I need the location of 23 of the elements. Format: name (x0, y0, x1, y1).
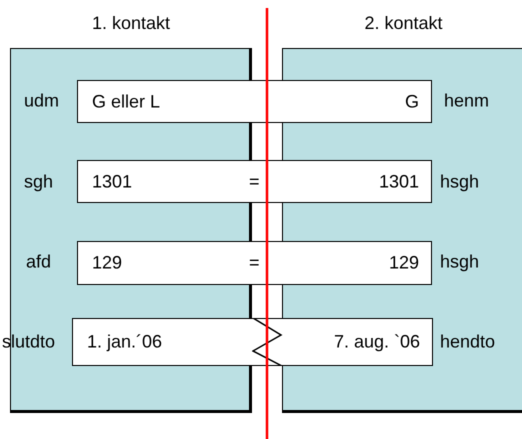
bar-value: 129 (388, 252, 419, 274)
bar-value: 1. jan.´06 (87, 332, 162, 352)
bar-value: G (404, 91, 419, 112)
equals-sign: = (249, 252, 260, 274)
value-bar (77, 80, 432, 123)
field-label: hendto (440, 332, 496, 352)
bar-value: 1301 (378, 171, 419, 192)
equals-sign: = (249, 171, 260, 192)
field-label: udm (24, 90, 60, 112)
field-label: henm (444, 90, 490, 112)
field-label: afd (26, 252, 52, 272)
bar-value: 1301 (92, 171, 132, 192)
field-label: hsgh (440, 252, 480, 272)
bar-value: 129 (92, 252, 122, 274)
value-bar (77, 160, 432, 203)
bar-value: G eller L (92, 91, 160, 112)
panel-heading: 1. kontakt (90, 12, 172, 34)
value-bar (77, 241, 432, 285)
date-bar (72, 318, 433, 366)
bar-value: 7. aug. `06 (334, 332, 420, 352)
panel-heading: 2. kontakt (363, 12, 444, 34)
field-label: sgh (24, 172, 54, 192)
field-label: hsgh (440, 172, 480, 192)
